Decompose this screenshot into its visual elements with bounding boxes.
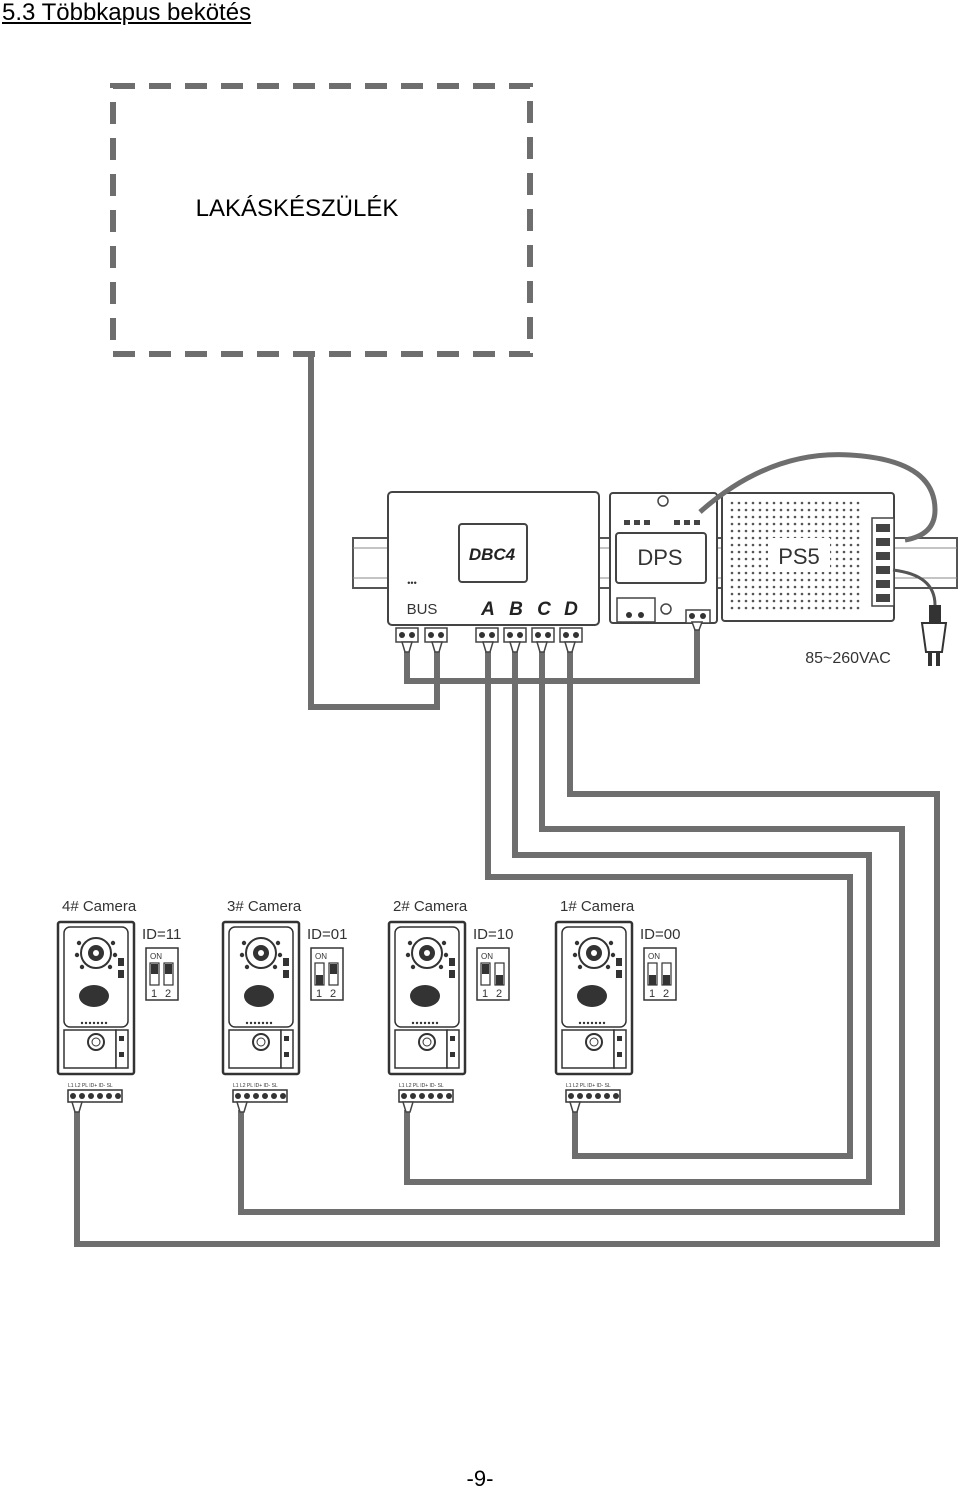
dip-number-2: 2 bbox=[663, 988, 669, 1000]
dps-ps5-cable bbox=[698, 452, 938, 543]
indoor-unit-label: LAKÁSKÉSZÜLÉK bbox=[196, 195, 399, 222]
page-title: 5.3 Többkapus bekötés bbox=[2, 0, 252, 26]
terminal-labels: L1 L2 PL ID+ ID- SL bbox=[566, 1083, 611, 1089]
terminal-block: L1 L2 PL ID+ ID- SL bbox=[565, 1083, 621, 1113]
camera-1-label: 1# Camera bbox=[560, 898, 635, 915]
dbc4-name: DBC4 bbox=[469, 545, 516, 564]
camera-4-id: ID=11 bbox=[142, 926, 181, 943]
power-plug bbox=[892, 568, 948, 666]
indoor-unit: LAKÁSKÉSZÜLÉK bbox=[110, 83, 533, 357]
dps-module: DPS bbox=[609, 492, 718, 624]
terminal-block: L1 L2 PL ID+ ID- SL bbox=[67, 1083, 123, 1113]
camera-3-label: 3# Camera bbox=[227, 898, 302, 915]
dip-number-1: 1 bbox=[649, 988, 655, 1000]
dip-on-label: ON bbox=[315, 952, 327, 961]
wire-port-a-camera-4 bbox=[485, 648, 853, 1159]
dip-number-1: 1 bbox=[151, 988, 157, 1000]
wire-connectors bbox=[400, 621, 704, 653]
dbc4-bus-label: BUS bbox=[407, 601, 438, 618]
dbc4-terminals bbox=[395, 627, 583, 643]
dip-on-label: ON bbox=[481, 952, 493, 961]
wire-indoor-bus bbox=[308, 356, 440, 710]
dbc4-port-b: B bbox=[509, 599, 523, 620]
page-number: -9- bbox=[466, 1466, 494, 1491]
terminal-block: L1 L2 PL ID+ ID- SL bbox=[398, 1083, 454, 1113]
ps5-name: PS5 bbox=[778, 544, 820, 569]
wire-port-d-camera-1 bbox=[74, 648, 940, 1247]
door-camera-unit bbox=[554, 920, 634, 1076]
ps5-voltage: 85~260VAC bbox=[805, 650, 891, 667]
camera-2-id: ID=10 bbox=[473, 926, 513, 943]
camera-4-label: 4# Camera bbox=[62, 898, 137, 915]
dbc4-port-c: C bbox=[537, 599, 551, 620]
dip-on-label: ON bbox=[150, 952, 162, 961]
dip-number-1: 1 bbox=[316, 988, 322, 1000]
wires bbox=[74, 356, 940, 1247]
wire-port-b-camera-3 bbox=[404, 648, 872, 1185]
camera-3-id: ID=01 bbox=[307, 926, 347, 943]
camera-2-label: 2# Camera bbox=[393, 898, 468, 915]
camera-1-id: ID=00 bbox=[640, 926, 680, 943]
door-camera-unit bbox=[221, 920, 301, 1076]
dip-number-2: 2 bbox=[496, 988, 502, 1000]
ps5-module: PS5 85~260VAC bbox=[721, 492, 895, 667]
terminal-labels: L1 L2 PL ID+ ID- SL bbox=[68, 1083, 113, 1089]
dbc4-port-d: D bbox=[564, 599, 578, 620]
wire-port-c-camera-2 bbox=[238, 648, 905, 1215]
dps-name: DPS bbox=[637, 545, 682, 570]
door-camera-unit bbox=[56, 920, 136, 1076]
dip-number-2: 2 bbox=[330, 988, 336, 1000]
terminal-block: L1 L2 PL ID+ ID- SL bbox=[232, 1083, 288, 1113]
wire-bus-dps bbox=[404, 625, 700, 684]
dbc4-label-box bbox=[458, 523, 528, 583]
dbc4-dots: ••• bbox=[407, 578, 416, 588]
door-camera-unit bbox=[387, 920, 467, 1076]
terminal-labels: L1 L2 PL ID+ ID- SL bbox=[399, 1083, 444, 1089]
dbc4-port-a: A bbox=[480, 599, 495, 620]
dip-number-2: 2 bbox=[165, 988, 171, 1000]
dip-number-1: 1 bbox=[482, 988, 488, 1000]
dip-on-label: ON bbox=[648, 952, 660, 961]
indoor-unit-dashed-box bbox=[110, 83, 533, 357]
dbc4-module: DBC4 ••• BUS A B C D bbox=[387, 491, 600, 643]
terminal-labels: L1 L2 PL ID+ ID- SL bbox=[233, 1083, 278, 1089]
